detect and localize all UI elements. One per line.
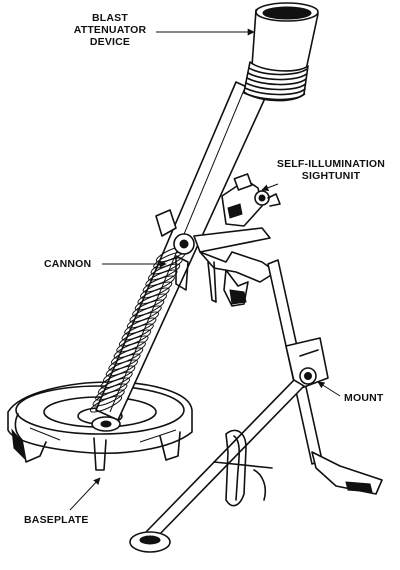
cooling-fin bbox=[132, 299, 165, 317]
cooling-fin bbox=[118, 329, 152, 347]
label-baseplate: BASEPLATE bbox=[24, 514, 89, 526]
cooling-fin bbox=[105, 359, 138, 377]
mechanism-drawing bbox=[155, 209, 277, 307]
cooling-fin bbox=[100, 371, 133, 389]
attenuator-band bbox=[243, 92, 306, 101]
cooling-fin bbox=[140, 281, 173, 299]
label-blast-attenuator-device: BLAST ATTENUATOR DEVICE bbox=[73, 12, 147, 48]
cooling-fin bbox=[142, 275, 175, 293]
blast-attenuator-drawing bbox=[243, 2, 319, 102]
cooling-fin bbox=[103, 365, 136, 383]
cooling-fin bbox=[121, 323, 154, 341]
leader-lines bbox=[69, 28, 341, 511]
attenuator-band bbox=[248, 67, 308, 76]
cooling-fin bbox=[134, 293, 168, 311]
attenuator-band bbox=[244, 87, 306, 96]
cooling-fin bbox=[97, 377, 131, 395]
label-self-illumination-sightunit: SELF-ILLUMINATION SIGHTUNIT bbox=[276, 158, 386, 182]
cooling-fin bbox=[116, 335, 149, 353]
attenuator-band bbox=[247, 72, 308, 81]
cooling-fin bbox=[110, 347, 144, 365]
cooling-fin bbox=[108, 353, 141, 371]
attenuator-band bbox=[245, 82, 307, 91]
cooling-fin bbox=[95, 383, 128, 401]
cooling-fin bbox=[124, 317, 157, 335]
label-cannon: CANNON bbox=[44, 258, 92, 270]
cooling-fin bbox=[147, 263, 181, 281]
cooling-fin bbox=[137, 287, 170, 305]
cooling-fin bbox=[92, 389, 125, 407]
attenuator-band bbox=[246, 77, 307, 86]
mount-drawing bbox=[129, 259, 383, 553]
cooling-fin bbox=[126, 311, 160, 329]
label-mount: MOUNT bbox=[344, 392, 384, 404]
cooling-fin bbox=[145, 269, 178, 287]
cooling-fin bbox=[89, 395, 123, 413]
cooling-fin bbox=[129, 305, 162, 323]
cooling-fin bbox=[113, 341, 146, 359]
